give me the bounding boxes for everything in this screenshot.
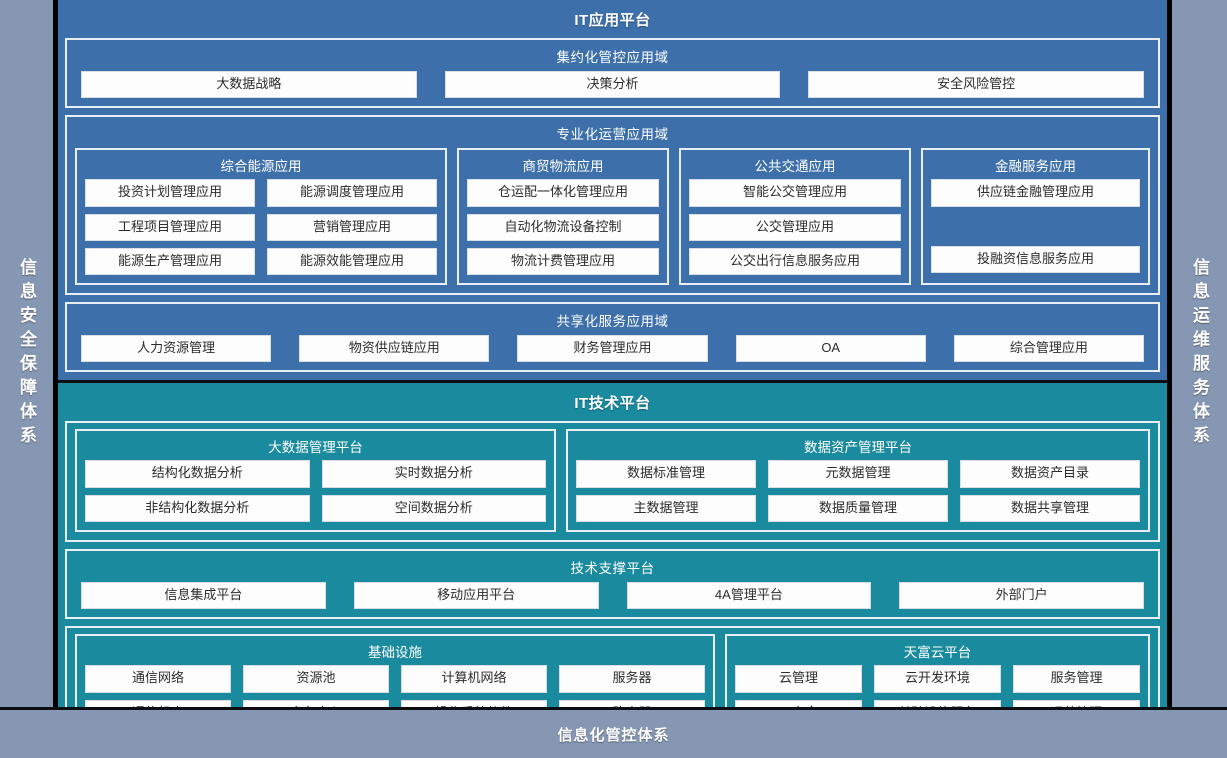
group-items-integrated-energy: 投资计划管理应用 能源调度管理应用 工程项目管理应用 营销管理应用 能源生产管理… [85, 179, 437, 276]
left-rail-label: 信息安全保障体系 [17, 257, 36, 450]
group-big-data-management: 大数据管理平台 结构化数据分析 实时数据分析 非结构化数据分析 空间数据分析 [75, 429, 556, 533]
chip-external-portal[interactable]: 外部门户 [899, 582, 1144, 610]
band-shared-service-domain: 共享化服务应用域 人力资源管理 物资供应链应用 财务管理应用 OA 综合管理应用 [65, 302, 1160, 373]
chip-realtime-data-analysis[interactable]: 实时数据分析 [321, 460, 546, 488]
chip-resource-pool[interactable]: 资源池 [243, 665, 389, 693]
chip-spatial-data-analysis[interactable]: 空间数据分析 [321, 494, 546, 523]
chip-financial-management[interactable]: 财务管理应用 [517, 335, 708, 363]
chip-bus-management[interactable]: 公交管理应用 [689, 213, 901, 241]
chip-unstructured-data-analysis[interactable]: 非结构化数据分析 [85, 494, 310, 523]
group-title-financial-services: 金融服务应用 [995, 159, 1076, 175]
chip-marketing-management[interactable]: 营销管理应用 [267, 213, 437, 241]
group-title-data-asset-management: 数据资产管理平台 [804, 440, 912, 456]
footer-informatization-governance: 信息化管控体系 [0, 707, 1227, 758]
band-title-shared-service: 共享化服务应用域 [556, 314, 669, 330]
group-data-asset-management: 数据资产管理平台 数据标准管理 元数据管理 数据资产目录 主数据管理 数据质量管… [566, 429, 1150, 533]
chip-mobile-application-platform[interactable]: 移动应用平台 [353, 582, 599, 610]
chip-service-management[interactable]: 服务管理 [1013, 665, 1140, 693]
group-title-integrated-energy: 综合能源应用 [220, 159, 302, 175]
chip-4a-management-platform[interactable]: 4A管理平台 [626, 582, 872, 610]
band-specialized-operation-domain: 专业化运营应用域 综合能源应用 投资计划管理应用 能源调度管理应用 工程项目管理… [65, 115, 1160, 296]
group-public-transport: 公共交通应用 智能公交管理应用 公交管理应用 公交出行信息服务应用 [679, 148, 911, 286]
group-items-financial-services: 供应链金融管理应用 投融资信息服务应用 [931, 179, 1140, 274]
chip-data-standard-management[interactable]: 数据标准管理 [576, 460, 756, 488]
chip-oa[interactable]: OA [735, 335, 926, 363]
chip-comprehensive-management[interactable]: 综合管理应用 [953, 335, 1145, 363]
chip-server[interactable]: 服务器 [559, 665, 705, 693]
group-title-trade-logistics: 商贸物流应用 [522, 159, 604, 175]
chip-logistics-billing-management[interactable]: 物流计费管理应用 [467, 247, 659, 276]
chip-energy-dispatch-management[interactable]: 能源调度管理应用 [267, 179, 437, 207]
technical-support-items: 信息集成平台 移动应用平台 4A管理平台 外部门户 [75, 582, 1150, 610]
data-platform-groups: 大数据管理平台 结构化数据分析 实时数据分析 非结构化数据分析 空间数据分析 数… [75, 429, 1150, 533]
band-intensive-control-domain: 集约化管控应用域 大数据战略 决策分析 安全风险管控 [65, 38, 1160, 109]
chip-master-data-management[interactable]: 主数据管理 [576, 494, 756, 523]
right-rail-label: 信息运维服务体系 [1190, 257, 1209, 450]
chip-energy-efficiency-management[interactable]: 能源效能管理应用 [267, 247, 437, 276]
chip-decision-analysis[interactable]: 决策分析 [444, 71, 781, 99]
footer-label: 信息化管控体系 [557, 726, 670, 744]
chip-warehouse-transport-integration[interactable]: 仓运配一体化管理应用 [467, 179, 659, 207]
chip-energy-production-management[interactable]: 能源生产管理应用 [85, 247, 255, 276]
group-items-big-data-management: 结构化数据分析 实时数据分析 非结构化数据分析 空间数据分析 [85, 460, 546, 523]
chip-structured-data-analysis[interactable]: 结构化数据分析 [85, 460, 310, 488]
chip-bus-travel-info-service[interactable]: 公交出行信息服务应用 [689, 247, 901, 276]
specialized-operation-groups: 综合能源应用 投资计划管理应用 能源调度管理应用 工程项目管理应用 营销管理应用… [75, 148, 1150, 286]
shared-service-items: 人力资源管理 物资供应链应用 财务管理应用 OA 综合管理应用 [75, 335, 1150, 363]
chip-data-quality-management[interactable]: 数据质量管理 [768, 494, 948, 523]
chip-investment-financing-info-service[interactable]: 投融资信息服务应用 [931, 245, 1140, 274]
chip-information-integration-platform[interactable]: 信息集成平台 [81, 582, 326, 610]
chip-supply-chain-finance-management[interactable]: 供应链金融管理应用 [931, 179, 1140, 207]
it-technology-platform-title: IT技术平台 [574, 395, 651, 413]
group-title-tianfu-cloud: 天富云平台 [903, 645, 972, 661]
band-title-technical-support: 技术支撑平台 [570, 561, 655, 577]
intensive-control-items: 大数据战略 决策分析 安全风险管控 [75, 71, 1150, 99]
chip-investment-plan-management[interactable]: 投资计划管理应用 [85, 179, 255, 207]
chip-metadata-management[interactable]: 元数据管理 [768, 460, 948, 488]
right-rail-it-operations: 信息运维服务体系 [1167, 0, 1227, 707]
band-title-specialized-operation: 专业化运营应用域 [556, 127, 669, 143]
chip-big-data-strategy[interactable]: 大数据战略 [81, 71, 417, 99]
band-technical-support-platform: 技术支撑平台 信息集成平台 移动应用平台 4A管理平台 外部门户 [65, 549, 1160, 620]
band-data-platforms: 大数据管理平台 结构化数据分析 实时数据分析 非结构化数据分析 空间数据分析 数… [65, 421, 1160, 543]
band-title-intensive-control: 集约化管控应用域 [556, 50, 669, 65]
group-title-big-data-management: 大数据管理平台 [268, 440, 363, 456]
group-integrated-energy: 综合能源应用 投资计划管理应用 能源调度管理应用 工程项目管理应用 营销管理应用… [75, 148, 447, 286]
group-items-data-asset-management: 数据标准管理 元数据管理 数据资产目录 主数据管理 数据质量管理 数据共享管理 [576, 460, 1140, 523]
it-technology-platform: IT技术平台 大数据管理平台 结构化数据分析 实时数据分析 非结构化数据分析 空… [58, 380, 1167, 755]
chip-financial-services-placeholder [931, 214, 1140, 239]
chip-cloud-management[interactable]: 云管理 [735, 665, 862, 693]
group-items-public-transport: 智能公交管理应用 公交管理应用 公交出行信息服务应用 [689, 179, 901, 276]
chip-human-resource-management[interactable]: 人力资源管理 [81, 335, 272, 363]
chip-automated-logistics-equipment-control[interactable]: 自动化物流设备控制 [467, 213, 659, 241]
chip-security-risk-control[interactable]: 安全风险管控 [808, 71, 1145, 99]
it-application-platform-title: IT应用平台 [574, 12, 651, 29]
chip-engineering-project-management[interactable]: 工程项目管理应用 [85, 213, 255, 241]
chip-material-supply-chain[interactable]: 物资供应链应用 [299, 335, 490, 363]
group-title-public-transport: 公共交通应用 [754, 159, 836, 175]
platform-stack: IT应用平台 集约化管控应用域 大数据战略 决策分析 安全风险管控 专业化运营应… [58, 0, 1167, 755]
it-application-platform: IT应用平台 集约化管控应用域 大数据战略 决策分析 安全风险管控 专业化运营应… [58, 0, 1167, 381]
chip-data-sharing-management[interactable]: 数据共享管理 [960, 494, 1140, 523]
chip-data-asset-catalog[interactable]: 数据资产目录 [960, 460, 1140, 488]
group-financial-services: 金融服务应用 供应链金融管理应用 投融资信息服务应用 [921, 148, 1150, 286]
left-rail-information-security: 信息安全保障体系 [0, 0, 58, 707]
group-trade-logistics: 商贸物流应用 仓运配一体化管理应用 自动化物流设备控制 物流计费管理应用 [457, 148, 669, 286]
chip-cloud-dev-environment[interactable]: 云开发环境 [874, 665, 1001, 693]
group-title-infrastructure: 基础设施 [368, 645, 422, 661]
chip-communication-network[interactable]: 通信网络 [85, 665, 231, 693]
chip-smart-bus-management[interactable]: 智能公交管理应用 [689, 179, 901, 207]
chip-computer-network[interactable]: 计算机网络 [401, 665, 547, 693]
group-items-trade-logistics: 仓运配一体化管理应用 自动化物流设备控制 物流计费管理应用 [467, 179, 659, 276]
